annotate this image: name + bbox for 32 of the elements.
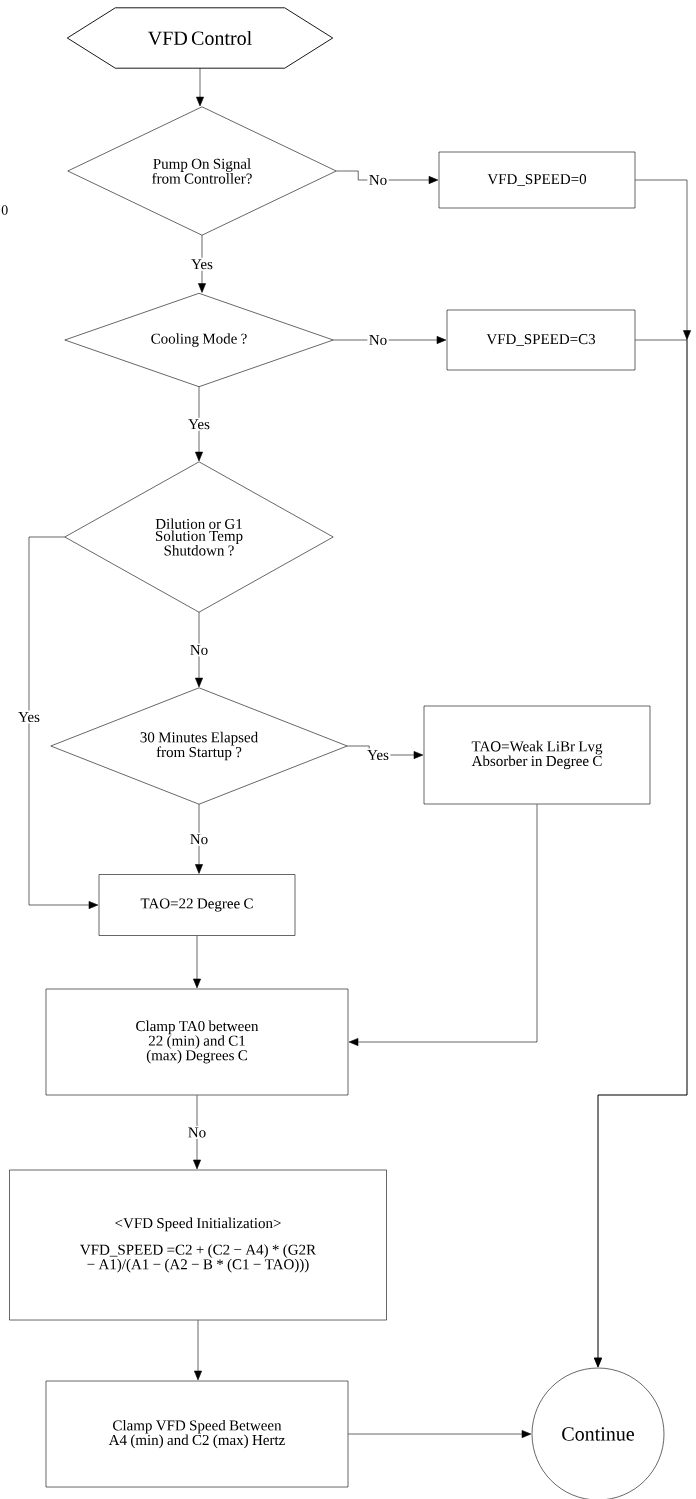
arrow [198, 234, 206, 293]
arrow [594, 330, 691, 1368]
edge-label: No [188, 832, 210, 846]
process-box: Clamp TA0 between 22 (min) and C1 (max) Degrees C [45, 988, 349, 1096]
arrow [335, 170, 439, 184]
arrow [195, 803, 203, 874]
arrow [195, 386, 203, 462]
process-box: <VFD Speed Initialization> VFD_SPEED =C2 + (C2 − A4) * (G2R − A1)/(A1 − (A2 − B * (C1 − TAO))) [9, 1169, 387, 1321]
edge-label: Yes [16, 710, 42, 724]
edge-label: Yes [189, 257, 215, 271]
arrow [332, 336, 447, 344]
edge-label: No [188, 643, 210, 657]
process-box: VFD_SPEED=0 [438, 151, 636, 209]
arrow [196, 67, 204, 107]
arrow [28, 536, 99, 909]
arrow [194, 1320, 202, 1381]
edge-label: Yes [365, 748, 391, 762]
arrow [348, 1430, 532, 1438]
process-box: VFD_SPEED=C3 [446, 309, 636, 371]
edge-label: No [367, 173, 389, 187]
margin-text: 0 [1, 205, 8, 215]
process-box: TAO=22 Degree C [98, 874, 296, 936]
start-hexagon: VFD Control [66, 7, 334, 69]
edge-label: No [367, 333, 389, 347]
arrow [348, 804, 538, 1046]
arrow [193, 1095, 201, 1170]
arrow [195, 611, 203, 688]
edge-label: Yes [186, 417, 212, 431]
edge-label: No [186, 1126, 208, 1139]
arrow [193, 935, 201, 989]
process-box: TAO=Weak LiBr Lvg Absorber in Degree C [423, 705, 651, 805]
process-box: Clamp VFD Speed Between A4 (min) and C2 (max) Hertz [45, 1380, 349, 1488]
